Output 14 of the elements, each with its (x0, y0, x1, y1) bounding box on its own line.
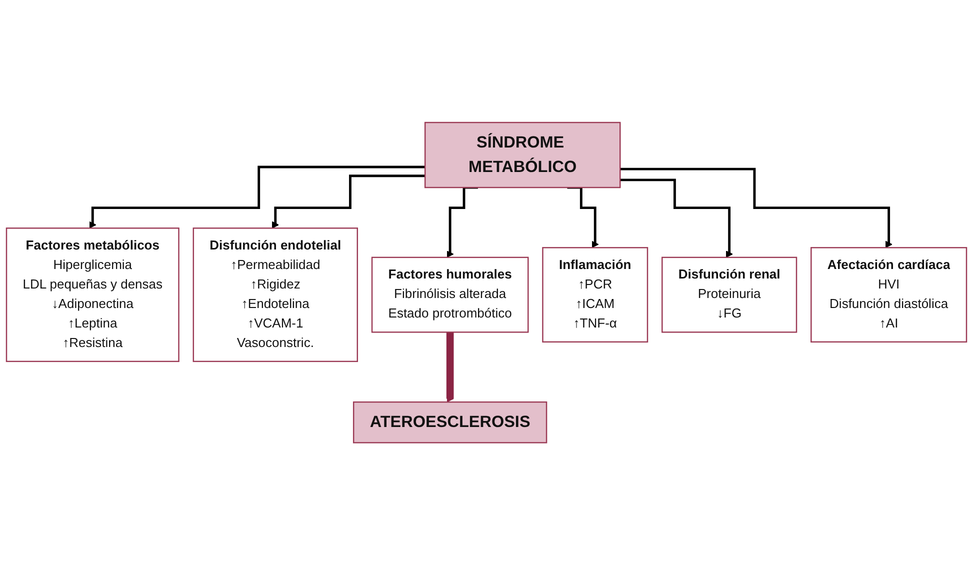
node-box: Factores metabólicos Hiperglicemia LDL pequeñas y densas ↓Adiponectina ↑Leptina ↑Resistina (6, 227, 180, 362)
arrow (620, 178, 733, 258)
node-box: Disfunción endotelial ↑Permeabilidad ↑Rigidez ↑Endotelina ↑VCAM-1 Vasoconstric. (192, 227, 358, 362)
arrow (620, 168, 892, 248)
node-box: Inflamación ↑PCR ↑ICAM ↑TNF-α (542, 246, 648, 342)
node-box: Factores humorales Fibrinólisis alterada Estado protrombótico (371, 256, 529, 333)
arrow (272, 174, 426, 228)
arrow (89, 166, 426, 228)
arrow (446, 186, 478, 258)
node-box: SÍNDROME METABÓLICO (424, 122, 621, 188)
arrow (567, 186, 599, 248)
node-box: Disfunción renal Proteinuria ↓FG (662, 256, 798, 333)
node-box: Afectación cardíaca HVI Disfunción diastólica ↑AI (810, 246, 968, 342)
node-box: ATEROESCLEROSIS (352, 401, 548, 444)
